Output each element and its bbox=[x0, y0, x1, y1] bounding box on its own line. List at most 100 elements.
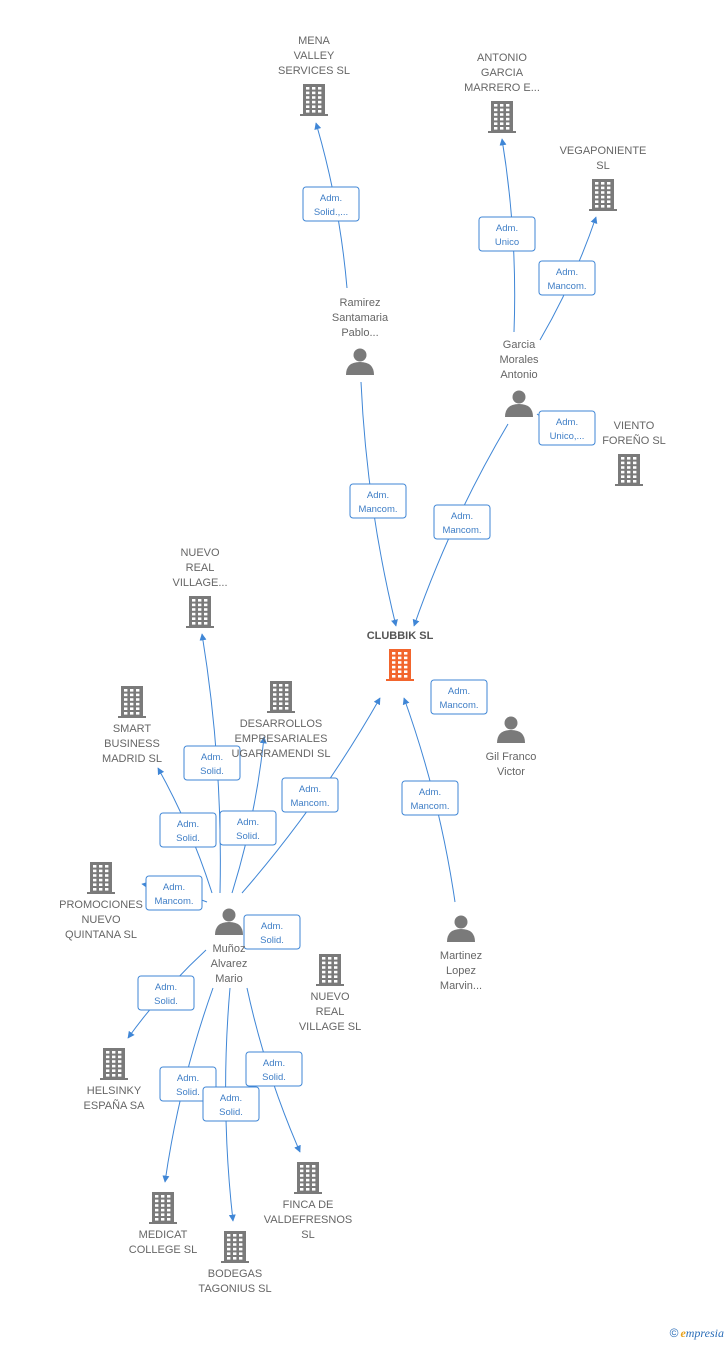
building-icon bbox=[589, 179, 617, 211]
node-label: UGARRAMENDI SL bbox=[231, 748, 330, 760]
edge-label-garcia_morales-antonio_garcia[interactable]: Adm.Unico bbox=[478, 216, 536, 252]
edge-label-text: Adm. bbox=[419, 787, 441, 798]
node-label: REAL bbox=[316, 1006, 345, 1018]
node-label: NUEVO bbox=[81, 914, 121, 926]
edge-label-box bbox=[538, 260, 596, 296]
edge-label-box bbox=[349, 483, 407, 519]
node-label: BODEGAS bbox=[208, 1268, 262, 1280]
node-label: QUINTANA SL bbox=[65, 929, 137, 941]
edge-label-garcia_morales-clubbik[interactable]: Adm. Mancom. bbox=[433, 504, 491, 540]
node-label: Garcia bbox=[503, 339, 536, 351]
edge-label-text: Adm. bbox=[155, 982, 177, 993]
edge-label-gil_franco-clubbik[interactable]: Adm.Mancom. bbox=[430, 679, 488, 715]
edge-label-text: Mancom. bbox=[439, 700, 478, 711]
edge-label-box bbox=[159, 1066, 217, 1102]
node-label: VILLAGE SL bbox=[299, 1021, 361, 1033]
edge-label-text: Solid. bbox=[236, 831, 260, 842]
edge-label-text: Adm. bbox=[177, 1073, 199, 1084]
edge-label-ramirez-mena[interactable]: Adm.Solid.,... bbox=[302, 186, 360, 222]
building-icon bbox=[300, 84, 328, 116]
edge-label-text: Mancom. bbox=[290, 798, 329, 809]
edge-label-box bbox=[245, 1051, 303, 1087]
edge-label-munoz-bodegas[interactable]: Adm.Solid. bbox=[202, 1086, 260, 1122]
edge-label-munoz-desarrollos[interactable]: Adm. Solid. bbox=[219, 810, 277, 846]
edge-label-box bbox=[183, 745, 241, 781]
edge-label-garcia_morales-vegaponiente[interactable]: Adm.Mancom. bbox=[538, 260, 596, 296]
node-label: Lopez bbox=[446, 965, 476, 977]
building-icon bbox=[488, 101, 516, 133]
edge-label-munoz-smart[interactable]: Adm.Solid. bbox=[159, 812, 217, 848]
edge-label-munoz-finca[interactable]: Adm.Solid. bbox=[245, 1051, 303, 1087]
node-label: Antonio bbox=[500, 369, 537, 381]
edge-label-text: Solid.,... bbox=[314, 207, 348, 218]
edge-label-munoz-medicat[interactable]: Adm.Solid. bbox=[159, 1066, 217, 1102]
brand-footer[interactable]: ©empresia bbox=[670, 1326, 724, 1341]
node-label: SERVICES SL bbox=[278, 65, 350, 77]
copyright-symbol: © bbox=[669, 1326, 679, 1340]
edge-label-martinez-clubbik[interactable]: Adm.Mancom. bbox=[401, 780, 459, 816]
edge-label-munoz-clubbik[interactable]: Adm.Mancom. bbox=[281, 777, 339, 813]
node-label: MADRID SL bbox=[102, 753, 162, 765]
edge-label-box bbox=[145, 875, 203, 911]
node-clubbik[interactable]: CLUBBIK SL bbox=[367, 630, 434, 681]
node-ramirez[interactable]: RamirezSantamariaPablo... bbox=[332, 297, 389, 375]
edge-label-munoz-nuevo_real_2[interactable]: Adm.Solid. bbox=[243, 914, 301, 950]
edge-label-text: Adm. bbox=[261, 921, 283, 932]
building-icon bbox=[100, 1048, 128, 1080]
edge-label-munoz-promociones[interactable]: Adm.Mancom. bbox=[145, 875, 203, 911]
edge-label-munoz-helsinky[interactable]: Adm.Solid. bbox=[137, 975, 195, 1011]
node-nuevo_real_2[interactable]: NUEVO REAL VILLAGE SL bbox=[299, 954, 361, 1033]
building-icon bbox=[87, 862, 115, 894]
edge-label-text: Solid. bbox=[200, 766, 224, 777]
brand-name: mpresia bbox=[685, 1326, 724, 1340]
edge-label-box bbox=[159, 812, 217, 848]
edge-label-text: Adm. bbox=[496, 223, 518, 234]
node-label: DESARROLLOS bbox=[240, 718, 323, 730]
edge-label-text: Adm. bbox=[556, 417, 578, 428]
node-label: SMART bbox=[113, 723, 152, 735]
edge-label-box bbox=[302, 186, 360, 222]
edge-label-munoz-nuevo_real_1[interactable]: Adm.Solid. bbox=[183, 745, 241, 781]
building-icon bbox=[118, 686, 146, 718]
edge-label-text: Solid. bbox=[219, 1107, 243, 1118]
edge-label-text: Adm. bbox=[367, 490, 389, 501]
building-icon bbox=[386, 649, 414, 681]
node-label: NUEVO bbox=[310, 991, 350, 1003]
node-label: SL bbox=[301, 1229, 314, 1241]
node-label: Ramirez bbox=[340, 297, 381, 309]
node-label: VEGAPONIENTE bbox=[560, 145, 647, 157]
node-label: VILLAGE... bbox=[172, 577, 227, 589]
node-nuevo_real_1[interactable]: NUEVOREALVILLAGE... bbox=[172, 547, 228, 628]
node-label: FINCA DE bbox=[283, 1199, 334, 1211]
edge-label-ramirez-clubbik[interactable]: Adm.Mancom. bbox=[349, 483, 407, 519]
edge-label-text: Adm. bbox=[556, 267, 578, 278]
building-icon bbox=[294, 1162, 322, 1194]
edge-label-garcia_morales-viento[interactable]: Adm.Unico,... bbox=[538, 410, 596, 446]
building-icon bbox=[615, 454, 643, 486]
node-label: Marvin... bbox=[440, 980, 482, 992]
edge-label-text: Adm. bbox=[237, 817, 259, 828]
node-martinez[interactable]: MartinezLopezMarvin... bbox=[440, 915, 482, 993]
edge-label-text: Mancom. bbox=[442, 525, 481, 536]
node-label: NUEVO bbox=[180, 547, 220, 559]
node-label: Gil Franco bbox=[486, 751, 537, 763]
edge-label-box bbox=[202, 1086, 260, 1122]
edge-label-text: Adm. bbox=[451, 511, 473, 522]
node-label: MEDICAT bbox=[139, 1229, 188, 1241]
node-label: Martinez bbox=[440, 950, 482, 962]
edge-label-box bbox=[281, 777, 339, 813]
